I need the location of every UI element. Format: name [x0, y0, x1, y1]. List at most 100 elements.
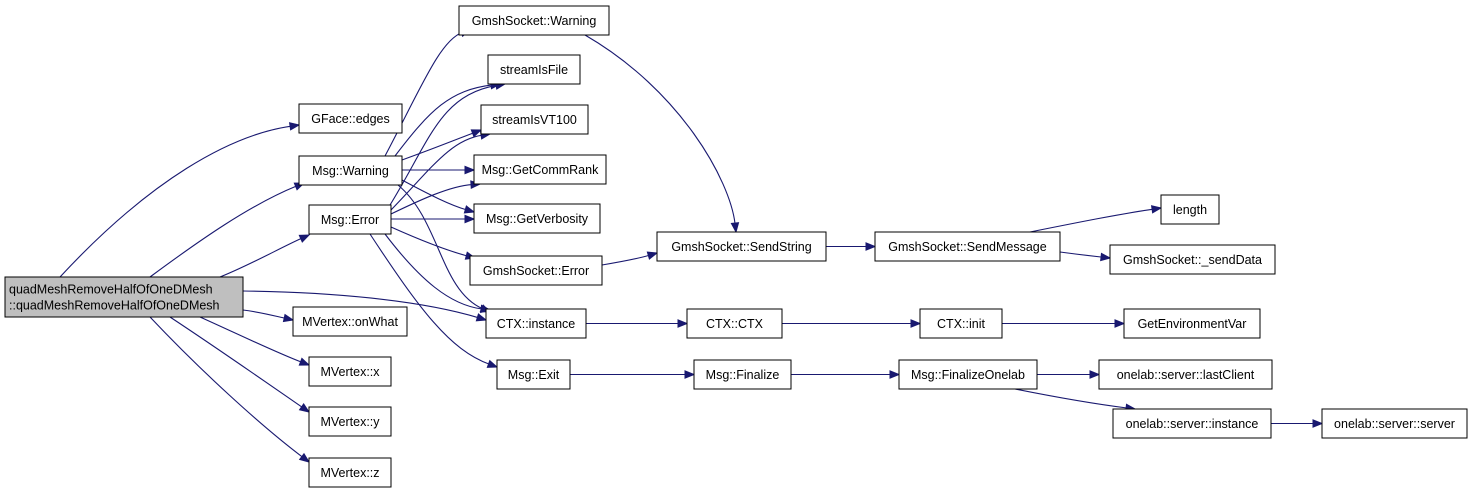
node-streamisfile[interactable]: streamIsFile	[487, 54, 581, 85]
node-gmshsocket-sendstring[interactable]: GmshSocket::SendString	[656, 231, 827, 262]
node-ctx-init[interactable]: CTX::init	[919, 308, 1003, 339]
edge-line	[584, 34, 736, 225]
node-box	[308, 457, 392, 488]
node-box	[1160, 194, 1220, 225]
edge-line	[1059, 251, 1103, 258]
node-box	[1321, 408, 1468, 439]
node-label: CTX::init	[937, 317, 985, 331]
node-mvertex-z[interactable]: MVertex::z	[308, 457, 392, 488]
arrowhead	[910, 319, 922, 328]
node-mvertex-onwhat[interactable]: MVertex::onWhat	[292, 306, 408, 337]
node-label: MVertex::x	[320, 365, 380, 379]
node-box	[308, 406, 392, 437]
arrowhead	[646, 251, 659, 260]
node-msg-exit[interactable]: Msg::Exit	[496, 359, 571, 390]
edge-line	[242, 290, 479, 319]
node-length[interactable]: length	[1160, 194, 1220, 225]
node-label: ::quadMeshRemoveHalfOfOneDMesh	[9, 299, 220, 313]
node-box	[298, 103, 403, 134]
node-onelab-server[interactable]: onelab::server::server	[1321, 408, 1468, 439]
node-label: GmshSocket::SendString	[671, 240, 811, 254]
nodes-layer: quadMeshRemoveHalfOfOneDMesh::quadMeshRe…	[4, 5, 1468, 488]
edge-line	[390, 183, 473, 215]
edge-line	[169, 316, 303, 408]
node-box	[298, 155, 403, 186]
edge-line	[384, 32, 463, 157]
node-box	[485, 308, 587, 339]
arrowhead	[298, 234, 311, 243]
node-label: Msg::GetVerbosity	[486, 212, 589, 226]
edge-line	[389, 84, 498, 206]
node-gmshsocket-error[interactable]: GmshSocket::Error	[469, 255, 603, 286]
node-onelab-lastclient[interactable]: onelab::server::lastClient	[1098, 359, 1273, 390]
edge-root-to-msg_warning	[149, 182, 306, 278]
node-box	[473, 154, 607, 185]
node-ctx-instance[interactable]: CTX::instance	[485, 308, 587, 339]
node-gmshsocket-senddata[interactable]: GmshSocket::_sendData	[1109, 244, 1276, 275]
node-msg-error[interactable]: Msg::Error	[308, 204, 392, 235]
node-label: GmshSocket::Error	[483, 264, 589, 278]
node-box	[1109, 244, 1276, 275]
edge-msg_finalizeonelab-to-onelab_instance	[1014, 388, 1137, 413]
node-label: onelab::server::instance	[1126, 417, 1259, 431]
node-mvertex-y[interactable]: MVertex::y	[308, 406, 392, 437]
node-gmshsocket-warning[interactable]: GmshSocket::Warning	[458, 5, 610, 36]
node-box	[496, 359, 571, 390]
node-label: Msg::Finalize	[706, 368, 780, 382]
node-box	[473, 203, 601, 234]
edge-gmshsocket_sendmessage-to-gmshsocket_senddata	[1059, 251, 1112, 262]
arrowhead	[1089, 370, 1101, 379]
edge-line	[384, 233, 483, 310]
node-label: quadMeshRemoveHalfOfOneDMesh	[9, 283, 213, 297]
edge-line	[397, 184, 483, 310]
node-mvertex-x[interactable]: MVertex::x	[308, 356, 392, 387]
edge-line	[149, 316, 303, 458]
edge-line	[1014, 388, 1128, 409]
arrowhead	[684, 370, 696, 379]
arrowhead	[730, 222, 740, 234]
node-box	[458, 5, 610, 36]
edge-line	[390, 226, 468, 257]
edge-ctx_ctx-to-ctx_init	[782, 319, 922, 328]
arrowhead	[475, 313, 488, 322]
edge-line	[1029, 208, 1154, 233]
node-box	[308, 356, 392, 387]
arrowhead	[288, 122, 301, 131]
node-getenvironmentvar[interactable]: GetEnvironmentVar	[1123, 308, 1261, 339]
node-streamisvt100[interactable]: streamIsVT100	[480, 104, 589, 135]
node-gmshsocket-sendmessage[interactable]: GmshSocket::SendMessage	[874, 231, 1061, 262]
arrowhead	[298, 357, 311, 366]
node-box	[469, 255, 603, 286]
node-box	[292, 306, 408, 337]
node-root[interactable]: quadMeshRemoveHalfOfOneDMesh::quadMeshRe…	[4, 276, 244, 318]
node-msg-warning[interactable]: Msg::Warning	[298, 155, 403, 186]
node-gface-edges[interactable]: GFace::edges	[298, 103, 403, 134]
node-label: Msg::Exit	[508, 368, 560, 382]
arrowhead	[1100, 252, 1112, 262]
edge-gmshsocket_error-to-gmshsocket_sendstring	[601, 251, 659, 266]
node-box	[480, 104, 589, 135]
node-box	[1112, 408, 1272, 439]
node-msg-getverbosity[interactable]: Msg::GetVerbosity	[473, 203, 601, 234]
node-label: MVertex::y	[320, 415, 380, 429]
arrowhead	[464, 165, 476, 175]
node-box	[308, 204, 392, 235]
edge-line	[401, 179, 467, 211]
node-label: GFace::edges	[311, 112, 390, 126]
edge-line	[199, 316, 302, 363]
arrowhead	[889, 370, 901, 379]
edge-msg_finalizeonelab-to-onelab_lastclient	[1036, 370, 1101, 379]
edge-root-to-ctx_instance	[242, 290, 488, 322]
edge-msg_error-to-msg_exit	[369, 233, 499, 368]
arrowhead	[470, 129, 483, 138]
node-ctx-ctx[interactable]: CTX::CTX	[686, 308, 783, 339]
node-msg-getcommrank[interactable]: Msg::GetCommRank	[473, 154, 607, 185]
node-box	[487, 54, 581, 85]
node-label: Msg::Error	[321, 213, 379, 227]
node-box	[693, 359, 792, 390]
node-msg-finalizeonelab[interactable]: Msg::FinalizeOnelab	[898, 359, 1038, 390]
node-onelab-instance[interactable]: onelab::server::instance	[1112, 408, 1272, 439]
node-msg-finalize[interactable]: Msg::Finalize	[693, 359, 792, 390]
node-box	[874, 231, 1061, 262]
node-label: GmshSocket::SendMessage	[888, 240, 1046, 254]
